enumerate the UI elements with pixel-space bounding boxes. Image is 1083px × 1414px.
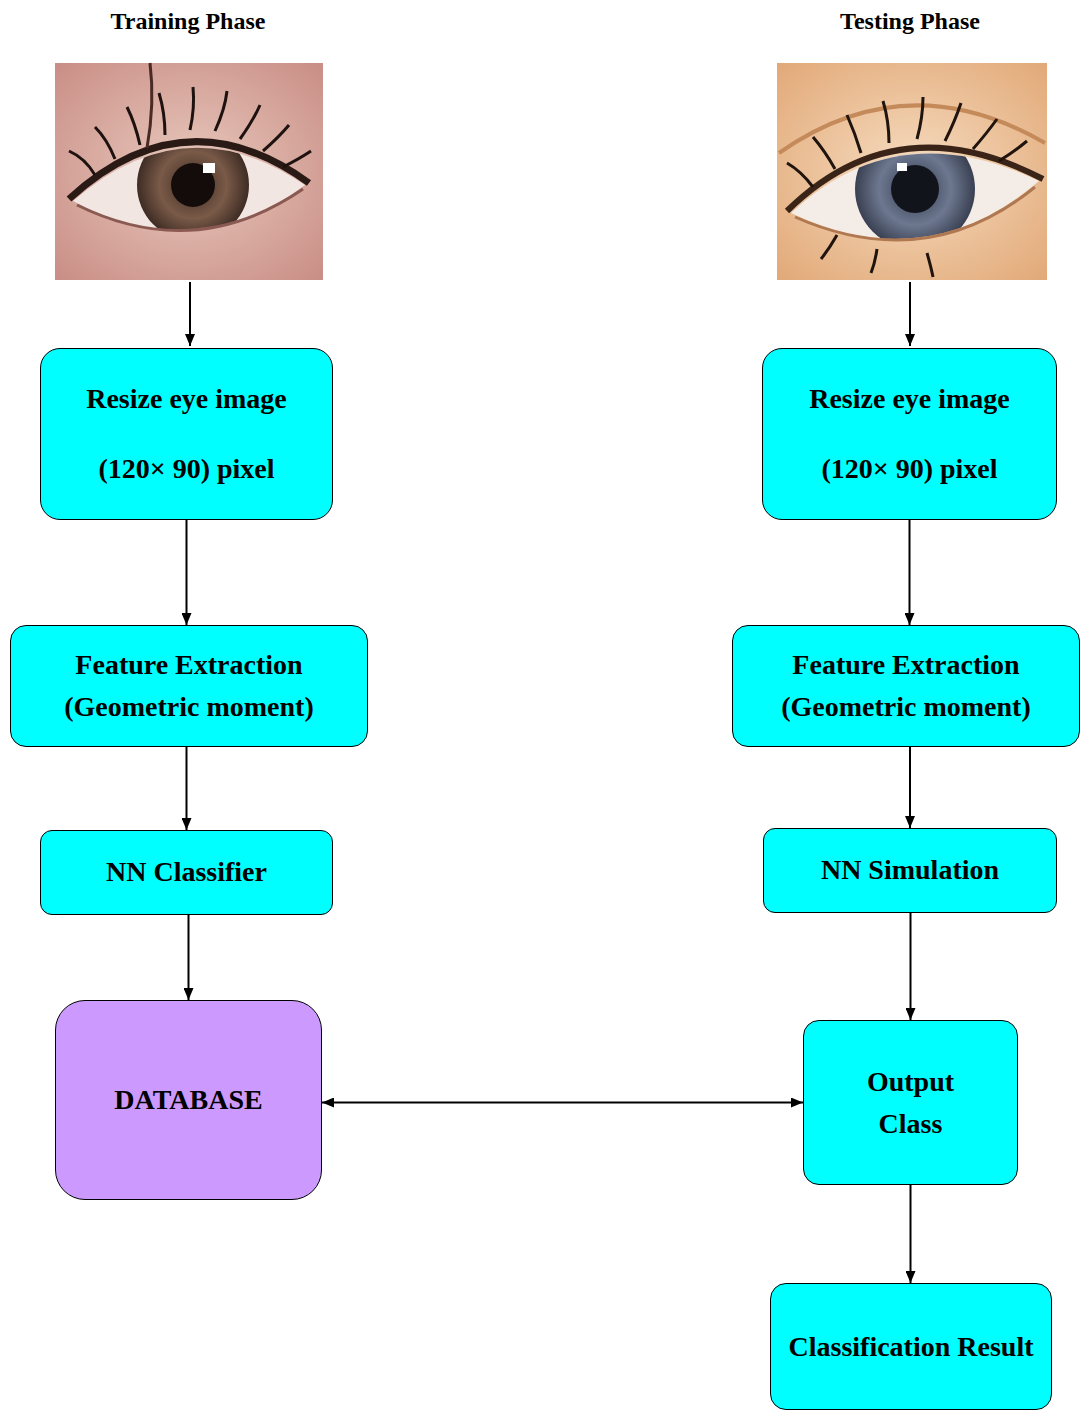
skin-background [55,63,323,280]
box-text: Feature Extraction (Geometric moment) [745,644,1067,728]
box-text: NN Simulation [821,852,999,888]
box-text: Resize eye image (120× 90) pixel [775,364,1044,504]
result-box: Classification Result [770,1283,1052,1410]
pupil [891,165,939,213]
box-text: Output Class [851,1061,971,1145]
upper-eyelid [69,142,309,199]
eye-photo [55,63,323,280]
process-box: NN Simulation [763,828,1057,913]
lower-eyelid [795,187,1035,240]
process-box: Feature Extraction (Geometric moment) [10,625,368,747]
eyelashes [787,97,1027,277]
highlight [203,163,215,173]
box-text: Resize eye image (120× 90) pixel [53,364,320,504]
box-text: Classification Result [789,1326,1034,1368]
eyelashes [69,87,311,175]
brow-line [147,63,152,148]
flow-arrow [910,913,912,1020]
flow-arrow [909,520,911,625]
highlight [897,163,907,171]
phase-heading: Testing Phase [840,8,980,35]
input-arrow [189,282,191,346]
process-box: NN Classifier [40,830,333,915]
box-text: DATABASE [114,1082,262,1118]
process-box: Resize eye image (120× 90) pixel [762,348,1057,520]
box-text: NN Classifier [106,854,267,890]
skin-background [777,63,1047,280]
flow-arrow [322,1102,803,1104]
box-text: Feature Extraction (Geometric moment) [23,644,355,728]
lower-eyelid [77,189,303,230]
input-arrow [909,282,911,346]
database-box: DATABASE [55,1000,322,1200]
pupil [171,163,215,207]
flow-arrow [186,747,188,830]
eye-photo [777,63,1047,280]
process-box: Feature Extraction (Geometric moment) [732,625,1080,747]
output-box: Output Class [803,1020,1018,1185]
flow-arrow [188,915,190,1000]
flow-arrow [910,1185,912,1283]
process-box: Resize eye image (120× 90) pixel [40,348,333,520]
flow-arrow [909,747,911,828]
flow-arrow [186,520,188,625]
phase-heading: Training Phase [111,8,266,35]
